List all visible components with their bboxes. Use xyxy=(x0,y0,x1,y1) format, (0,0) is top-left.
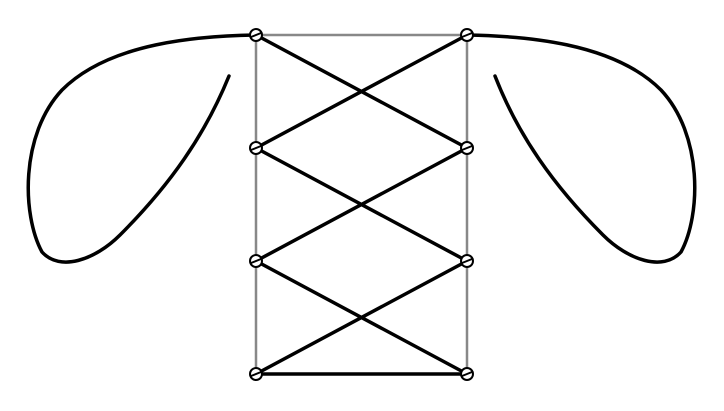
eyelet-right-2 xyxy=(460,141,474,155)
lace-cross-2b xyxy=(254,146,469,263)
lace-cross-3b xyxy=(254,259,469,376)
lace-end-left xyxy=(26,33,258,264)
eyelet-right-4 xyxy=(460,367,474,381)
eyelets xyxy=(249,28,474,381)
frame xyxy=(254,33,469,374)
lace-end-right xyxy=(465,33,697,264)
eyelet-right-1 xyxy=(460,28,474,42)
lace-cross-1b xyxy=(254,33,469,150)
eyelet-left-3 xyxy=(249,254,263,268)
eyelet-left-1 xyxy=(249,28,263,42)
eyelet-left-2 xyxy=(249,141,263,155)
eyelet-right-3 xyxy=(460,254,474,268)
lace xyxy=(26,33,697,376)
eyelet-left-4 xyxy=(249,367,263,381)
